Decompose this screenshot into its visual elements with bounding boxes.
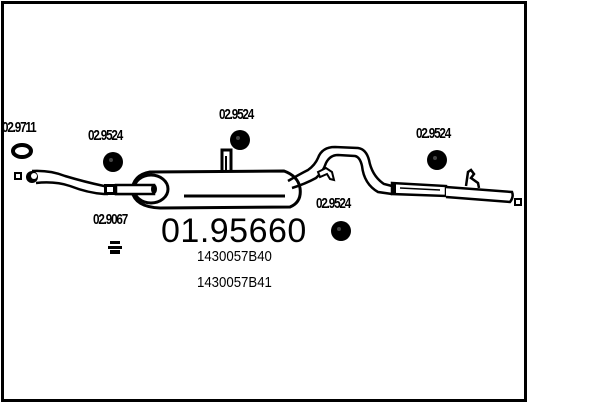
oem-number: 1430057B41 xyxy=(197,274,272,291)
muffler-icon xyxy=(114,169,302,210)
clamp-icon xyxy=(108,241,122,254)
rear-pipe-icon xyxy=(287,145,393,196)
part-label-clamp: 02.9067 xyxy=(93,211,128,228)
part-label-ring: 02.9711 xyxy=(2,119,37,136)
front-flange-icon xyxy=(14,171,38,183)
rubber-mount-icon xyxy=(331,221,351,241)
rubber-mount-icon xyxy=(230,130,250,150)
part-label-mount-rear-low: 02.9524 xyxy=(316,195,351,212)
rear-flange-icon xyxy=(514,198,522,206)
rubber-mount-icon xyxy=(103,152,123,172)
oem-number: 1430057B40 xyxy=(197,248,272,265)
part-label-mount-rear-high: 02.9524 xyxy=(416,125,451,142)
ring-gasket-icon xyxy=(11,143,33,159)
main-part-number: 01.95660 xyxy=(161,212,307,250)
rubber-mount-icon xyxy=(427,150,447,170)
part-label-mount-center: 02.9524 xyxy=(219,106,254,123)
part-label-mount-front: 02.9524 xyxy=(88,127,123,144)
rear-silencer-icon xyxy=(390,168,514,204)
hanger-bracket-icon xyxy=(220,148,233,171)
